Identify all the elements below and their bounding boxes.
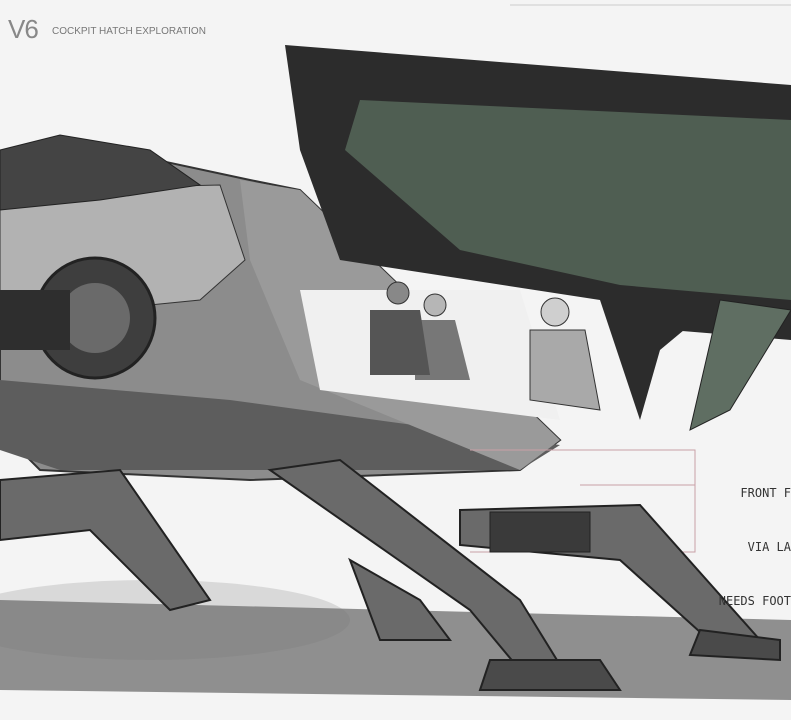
- version-label: V6: [8, 14, 39, 44]
- design-annotation: FRONT F VIA LA NEEDS FOOT: [700, 448, 791, 628]
- annotation-line: FRONT F: [740, 486, 791, 500]
- annotation-line: VIA LA: [747, 540, 791, 554]
- annotation-line: NEEDS FOOT: [718, 594, 791, 608]
- missile-pod: [489, 511, 591, 553]
- top-armament: [0, 134, 202, 211]
- sheet-title: COCKPIT HATCH EXPLORATION: [52, 26, 206, 37]
- hull-lower: [0, 380, 560, 470]
- canopy-glass: [345, 100, 791, 300]
- crew: [423, 293, 447, 317]
- crew: [386, 281, 410, 305]
- pilot: [540, 297, 570, 327]
